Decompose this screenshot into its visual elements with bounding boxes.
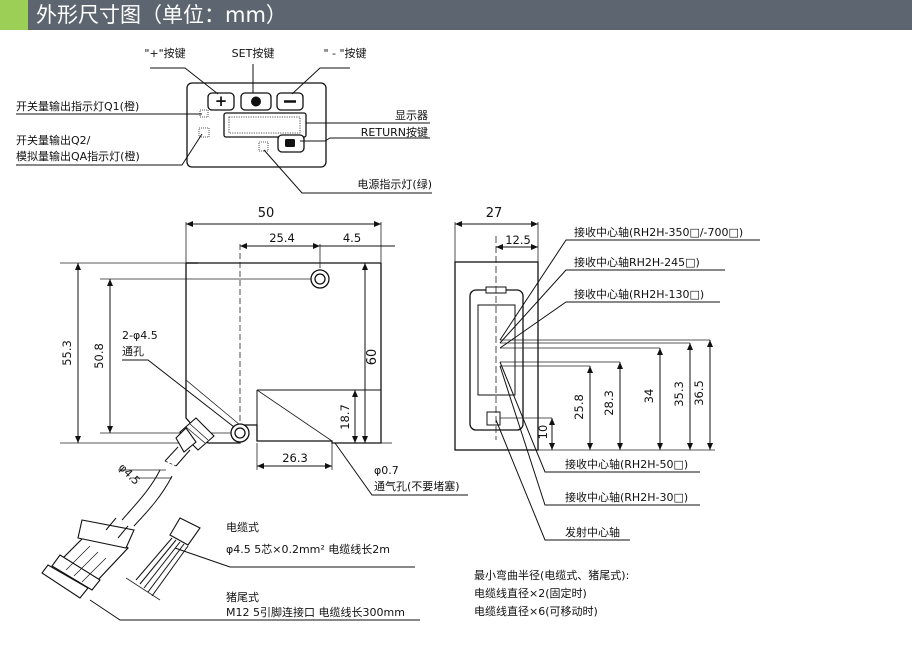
dim-12-5-label: 12.5 bbox=[505, 233, 531, 247]
dim-width-50-label: 50 bbox=[258, 206, 275, 221]
hole-label-line1: 2-φ4.5 bbox=[122, 329, 158, 342]
axis-350-leader bbox=[499, 239, 760, 341]
q2-indicator-label-line1: 开关量输出Q2/ bbox=[16, 133, 91, 147]
hole-leader bbox=[122, 359, 235, 428]
dim-4-5-label: 4.5 bbox=[343, 231, 361, 245]
axis-50-label: 接收中心轴(RH2H-50□) bbox=[565, 457, 688, 471]
dim-height-60-label: 60 bbox=[365, 349, 380, 366]
vent-label-line2: 通气孔(不要堵塞) bbox=[374, 479, 460, 493]
pigtail-type-label: 猪尾式 bbox=[226, 591, 259, 604]
display-label: 显示器 bbox=[395, 109, 428, 122]
bend-radius-moving: 电缆线直径×6(可移动时) bbox=[474, 604, 598, 618]
power-indicator-leader bbox=[263, 149, 432, 194]
cable-type-leader bbox=[174, 547, 231, 568]
dim-10-label: 10 bbox=[536, 425, 550, 440]
axis-30-label: 接收中心轴(RH2H-30□) bbox=[565, 490, 688, 504]
vent-label-line1: φ0.7 bbox=[374, 464, 399, 477]
q2-indicator-shape bbox=[198, 127, 210, 138]
emit-axis-leader bbox=[495, 419, 630, 541]
q1-indicator-label: 开关量输出指示灯Q1(橙) bbox=[16, 99, 139, 113]
section-title: 外形尺寸图（单位：mm） bbox=[36, 3, 287, 27]
dim-25-8-label: 25.8 bbox=[572, 394, 586, 420]
dim-28-3-label: 28.3 bbox=[602, 390, 616, 416]
return-key-leader bbox=[300, 137, 430, 142]
side-view: 27 12.5 10 25.8 28.3 34 35.3 36.5 接收中心轴(… bbox=[454, 206, 760, 541]
power-indicator-shape bbox=[258, 141, 269, 152]
q2-indicator-label-line2: 模拟量输出QA指示灯(橙) bbox=[16, 149, 140, 163]
axis-130-leader bbox=[499, 301, 720, 349]
cable-spec-label: φ4.5 5芯×0.2mm² 电缆线长2m bbox=[226, 542, 390, 556]
bend-radius-title: 最小弯曲半径(电缆式、猪尾式): bbox=[474, 568, 629, 582]
side-lens-window bbox=[477, 304, 516, 396]
plus-key-label: "+"按键 bbox=[144, 46, 185, 60]
set-key-label: SET按键 bbox=[232, 46, 275, 60]
dim-25-4-label: 25.4 bbox=[269, 231, 295, 245]
axis-245-leader bbox=[499, 269, 725, 344]
cable-end-sleeve bbox=[169, 517, 201, 546]
display-window bbox=[223, 112, 307, 138]
bend-radius-fixed: 电缆线直径×2(固定时) bbox=[474, 586, 587, 600]
dim-18-7-label: 18.7 bbox=[338, 404, 352, 430]
display-segments bbox=[228, 116, 301, 134]
pigtail-spec-label: M12 5引脚连接口 电缆线长300mm bbox=[226, 605, 405, 619]
cable-type-label: 电缆式 bbox=[226, 521, 259, 534]
plus-key-symbol: + bbox=[215, 92, 228, 110]
front-view: 50 25.4 4.5 55.3 50.8 60 18.7 26.3 2-φ4.… bbox=[60, 206, 468, 496]
axis-50-leader bbox=[499, 361, 700, 473]
vent-leader bbox=[334, 442, 468, 496]
plus-key-leader bbox=[150, 67, 219, 95]
hole-label-line2: 通孔 bbox=[122, 345, 144, 358]
axis-130-label: 接收中心轴(RH2H-130□) bbox=[574, 287, 704, 301]
axis-245-label: 接收中心轴RH2H-245□) bbox=[574, 255, 700, 269]
bend-radius-note: 最小弯曲半径(电缆式、猪尾式): 电缆线直径×2(固定时) 电缆线直径×6(可移… bbox=[474, 568, 629, 618]
dim-35-3-label: 35.3 bbox=[672, 381, 686, 407]
dim-27-label: 27 bbox=[486, 206, 503, 221]
return-key-label: RETURN按键 bbox=[361, 125, 428, 139]
dim-55-3-label: 55.3 bbox=[60, 340, 74, 366]
cable-illustration bbox=[41, 469, 420, 621]
axis-30-leader bbox=[499, 365, 700, 506]
header-accent-bar bbox=[0, 0, 28, 30]
control-panel-view: + "+"按键 SET按键 " - "按键 开关量输出指示灯Q1(橙) 开关量输… bbox=[16, 46, 432, 194]
q2-indicator-leader bbox=[16, 133, 203, 166]
minus-key-label: " - "按键 bbox=[323, 46, 366, 60]
axis-350-label: 接收中心轴(RH2H-350□/-700□) bbox=[574, 225, 743, 239]
cable-gland bbox=[164, 417, 215, 467]
plus-key-shape bbox=[207, 92, 235, 111]
emit-axis-label: 发射中心轴 bbox=[565, 525, 620, 539]
dim-34-label: 34 bbox=[642, 389, 656, 404]
emitter-window bbox=[486, 411, 501, 426]
dim-36-5-label: 36.5 bbox=[692, 380, 706, 406]
power-indicator-label: 电源指示灯(绿) bbox=[357, 177, 432, 191]
return-key-symbol bbox=[285, 139, 295, 147]
cable-dia-label: φ4.5 bbox=[116, 461, 143, 488]
set-key-dot bbox=[251, 96, 261, 107]
dim-26-3-label: 26.3 bbox=[282, 451, 308, 465]
section-header: 外形尺寸图（单位：mm） bbox=[0, 0, 912, 30]
dim-50-8-label: 50.8 bbox=[92, 343, 106, 369]
minus-key-leader bbox=[291, 67, 350, 95]
